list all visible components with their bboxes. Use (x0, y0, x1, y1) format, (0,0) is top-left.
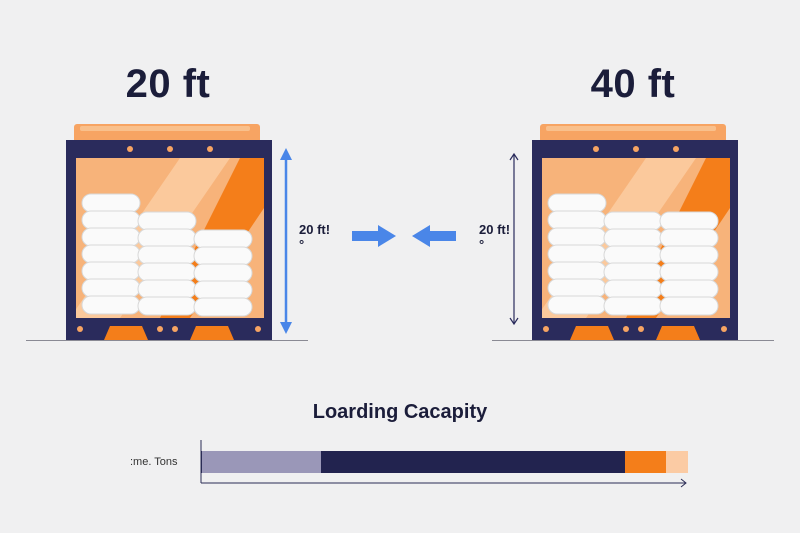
capacity-segment-2 (321, 451, 625, 473)
capacity-segment-4 (666, 451, 688, 473)
right-arrow-icon (352, 225, 396, 247)
capacity-axis (200, 440, 687, 488)
container-20ft-title: 20 ft (125, 62, 211, 106)
left-arrow-icon (412, 225, 456, 247)
capacity-segment-1 (202, 451, 322, 473)
container-20ft-illustration (66, 124, 272, 340)
dimension-label-left: 20 ft!° (299, 222, 331, 252)
floor-line-left (26, 340, 308, 341)
capacity-heading: Loarding Cacapity (312, 401, 488, 423)
floor-line-right (492, 340, 774, 341)
capacity-segment-3 (624, 451, 667, 473)
capacity-bar (201, 451, 688, 473)
container-40ft-title: 40 ft (590, 62, 676, 106)
dimension-label-right: 20 ft!° (479, 222, 511, 252)
height-dimension-arrow-left (280, 148, 292, 334)
capacity-unit-label: :me. Tons (130, 456, 178, 468)
container-40ft-illustration (532, 124, 738, 340)
height-dimension-arrow-right (509, 152, 519, 326)
